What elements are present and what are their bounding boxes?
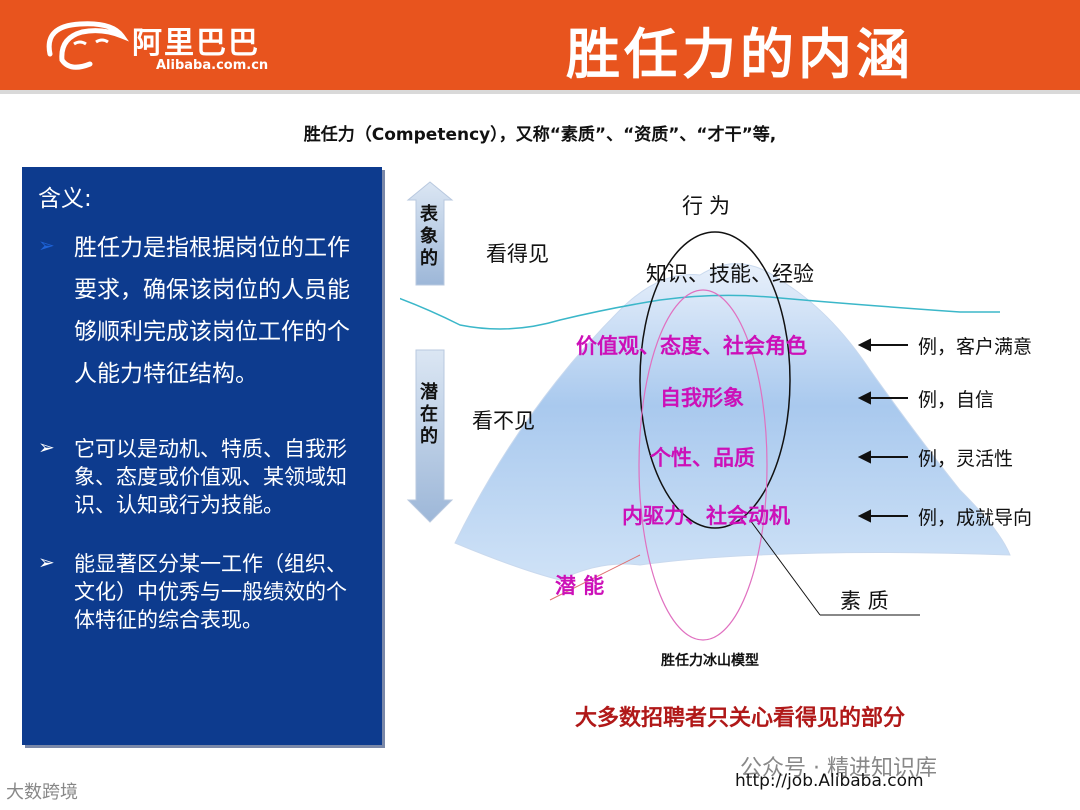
- personality-label: 个性、品质: [650, 446, 755, 470]
- bullet-text: 能显著区分某一工作（组织、文化）中优秀与一般绩效的个体特征的综合表现。: [74, 552, 347, 632]
- bullet-text: 胜任力是指根据岗位的工作要求，确保该岗位的人员能够顺利完成该岗位工作的个人能力特…: [74, 235, 350, 387]
- logo-chinese-text: 阿里巴巴: [132, 26, 260, 61]
- iceberg-graphic: [400, 181, 1011, 641]
- slogan-text: 大多数招聘者只关心看得见的部分: [574, 706, 905, 731]
- wechat-watermark: 公众号 · 精进知识库: [740, 756, 937, 781]
- arrow-up-shape: [406, 181, 454, 286]
- behavior-ellipse: [639, 231, 791, 529]
- latent-arrow-label: 潜在的: [420, 382, 438, 447]
- arrowhead-icon: [857, 509, 871, 523]
- intro-text: 胜任力（Competency），又称“素质”、“资质”、“才干”等,: [303, 125, 777, 145]
- definition-panel: 含义: ➢ 胜任力是指根据岗位的工作要求，确保该岗位的人员能够顺利完成该岗位工作…: [22, 167, 382, 745]
- header-divider: [0, 90, 1080, 94]
- example-flexibility: 例，灵活性: [918, 448, 1014, 470]
- slide-title: 胜任力的内涵: [566, 23, 914, 86]
- quality-label: 素 质: [840, 589, 889, 613]
- quality-pointer: [749, 519, 821, 616]
- invisible-label: 看不见: [472, 409, 535, 433]
- example-arrows: [857, 338, 908, 523]
- corner-watermark: 大数跨境: [6, 782, 78, 803]
- arrow-down-shape: [406, 349, 454, 523]
- example-customer: 例，客户满意: [918, 336, 1033, 358]
- knowledge-skills-label: 知识、技能、经验: [646, 262, 814, 286]
- arrowhead-icon: [857, 338, 871, 352]
- visible-label: 看得见: [486, 242, 549, 266]
- footer-url: http://job.Alibaba.com: [735, 771, 924, 791]
- potential-ellipse: [638, 289, 768, 641]
- iceberg-diagram: 表象的 潜在的 看得见 看不见 行为 知识、技能、经验 价值观、态度、社会角色 …: [400, 160, 1080, 710]
- panel-heading: 含义:: [38, 186, 92, 212]
- header-bar: 阿里巴巴 Alibaba.com.cn 胜任力的内涵: [0, 0, 1080, 90]
- water-line: [400, 294, 1000, 330]
- alibaba-logo: 阿里巴巴 Alibaba.com.cn: [40, 14, 280, 76]
- self-image-label: 自我形象: [660, 386, 744, 410]
- arrow-bullet-icon: ➢: [38, 550, 55, 574]
- values-attitude-label: 价值观、态度、社会角色: [576, 334, 807, 358]
- example-achievement: 例，成就导向: [918, 507, 1033, 529]
- example-confidence: 例，自信: [918, 389, 995, 411]
- potential-pointer: [549, 554, 641, 601]
- arrowhead-icon: [857, 450, 871, 464]
- arrowhead-icon: [857, 391, 871, 405]
- potential-label: 潜 能: [555, 574, 605, 598]
- logo-english-text: Alibaba.com.cn: [156, 58, 269, 73]
- bullet-text: 它可以是动机、特质、自我形象、态度或价值观、某领域知识、认知或行为技能。: [74, 437, 347, 517]
- diagram-caption: 胜任力冰山模型: [661, 653, 759, 669]
- iceberg-shape: [454, 263, 1011, 581]
- arrow-bullet-icon: ➢: [38, 435, 55, 459]
- arrow-bullet-icon: ➢: [38, 233, 55, 257]
- surface-arrow-label: 表象的: [420, 204, 438, 269]
- motivation-label: 内驱力、社会动机: [622, 504, 790, 528]
- behavior-label: 行为: [682, 194, 736, 218]
- alibaba-face-icon: [46, 21, 130, 70]
